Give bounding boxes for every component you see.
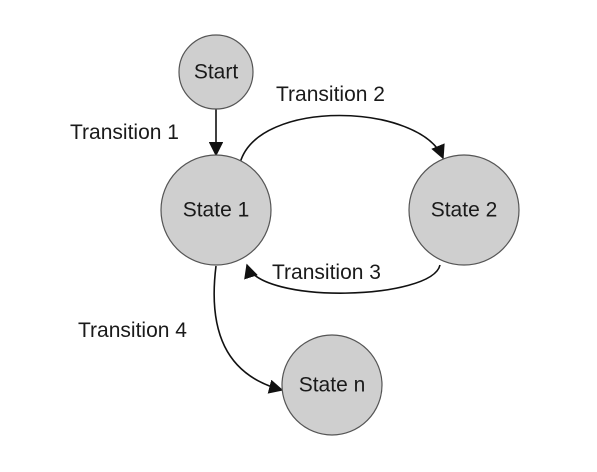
node-state-n-label: State n xyxy=(299,374,366,397)
node-state-1: State 1 xyxy=(160,154,272,266)
edge-transition-4 xyxy=(213,265,284,394)
node-state-n: State n xyxy=(281,334,383,436)
node-state-2-label: State 2 xyxy=(431,199,498,222)
edge-label-transition-1: Transition 1 xyxy=(70,121,179,144)
edge-label-transition-2: Transition 2 xyxy=(276,83,385,106)
edge-label-transition-3: Transition 3 xyxy=(272,261,381,284)
edge-transition-2 xyxy=(239,114,445,164)
edge-label-transition-4: Transition 4 xyxy=(78,319,187,342)
node-state-2: State 2 xyxy=(408,154,520,266)
node-start-label: Start xyxy=(194,61,239,84)
node-state-1-label: State 1 xyxy=(183,199,250,222)
node-start: Start xyxy=(178,34,254,110)
edge-transition-3 xyxy=(244,263,441,294)
